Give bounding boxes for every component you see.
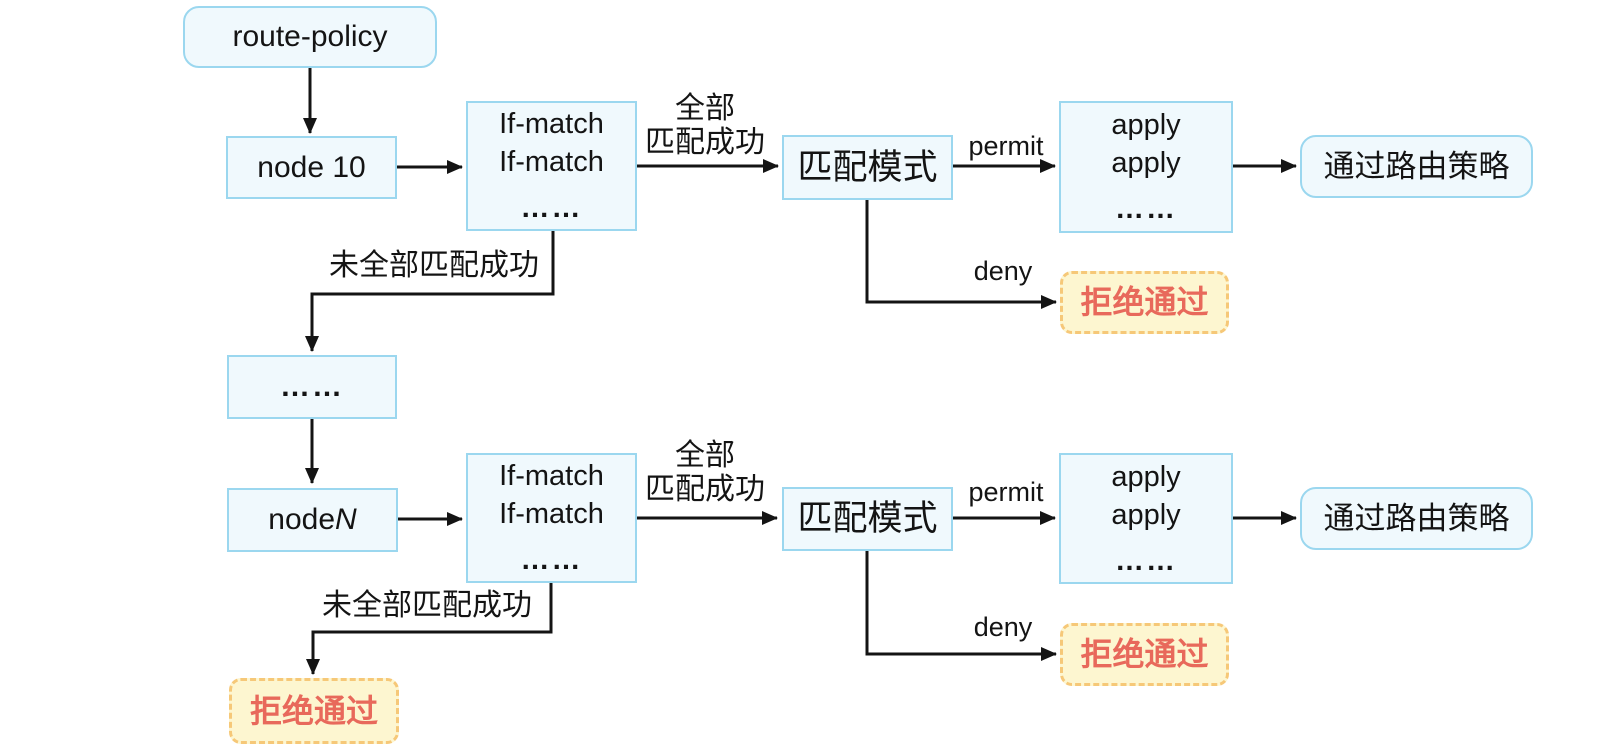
apply-line-2: apply <box>1111 498 1181 531</box>
apply-ellipsis: …… <box>1115 544 1177 577</box>
if-match-box-bottom: If-match If-match …… <box>466 453 637 583</box>
label-permit-top: permit <box>968 131 1044 161</box>
label-all-matched-bottom-line1: 全部 <box>675 439 735 472</box>
label-all-matched-bottom-line2: 匹配成功 <box>645 473 765 506</box>
if-match-line-1: If-match <box>499 460 604 492</box>
label-deny-bottom: deny <box>973 612 1033 642</box>
if-match-line-1: If-match <box>499 108 604 140</box>
reject-box-top-deny: 拒绝通过 <box>1060 271 1229 334</box>
route-policy-node: route-policy <box>183 6 437 68</box>
label-all-matched-top-line2: 匹配成功 <box>645 126 765 159</box>
match-mode-box-bottom: 匹配模式 <box>782 487 953 551</box>
node-n-variable: N <box>335 503 357 536</box>
node-n-prefix: node <box>268 503 336 536</box>
reject-box-bottom-unmatched: 拒绝通过 <box>229 678 399 744</box>
apply-box-bottom: apply apply …… <box>1059 453 1233 584</box>
pass-policy-box-top: 通过路由策略 <box>1300 135 1533 198</box>
apply-box-top: apply apply …… <box>1059 101 1233 233</box>
if-match-line-2: If-match <box>499 498 604 530</box>
label-all-matched-bottom: 全部 匹配成功 <box>630 439 780 507</box>
pass-policy-box-bottom: 通过路由策略 <box>1300 487 1533 550</box>
label-deny-top: deny <box>973 256 1033 286</box>
label-all-matched-top: 全部 匹配成功 <box>630 92 780 160</box>
node-n-box: node N <box>227 488 398 552</box>
apply-line-2: apply <box>1111 147 1181 179</box>
edge-deny-top <box>865 200 1057 309</box>
label-permit-bottom: permit <box>968 477 1044 507</box>
apply-line-1: apply <box>1111 460 1181 493</box>
if-match-line-2: If-match <box>499 146 604 178</box>
node-10-box: node 10 <box>226 136 397 199</box>
if-match-ellipsis: …… <box>520 192 583 224</box>
label-all-matched-top-line1: 全部 <box>675 92 735 125</box>
apply-ellipsis: …… <box>1115 193 1177 225</box>
match-mode-box-top: 匹配模式 <box>782 135 953 200</box>
if-match-ellipsis: …… <box>520 544 583 576</box>
label-not-all-matched-top: 未全部匹配成功 <box>329 249 539 282</box>
ellipsis-box: …… <box>227 355 397 419</box>
apply-line-1: apply <box>1111 109 1181 141</box>
if-match-box-top: If-match If-match …… <box>466 101 637 231</box>
reject-box-bottom-deny: 拒绝通过 <box>1060 623 1229 686</box>
label-not-all-matched-bottom: 未全部匹配成功 <box>322 589 532 622</box>
